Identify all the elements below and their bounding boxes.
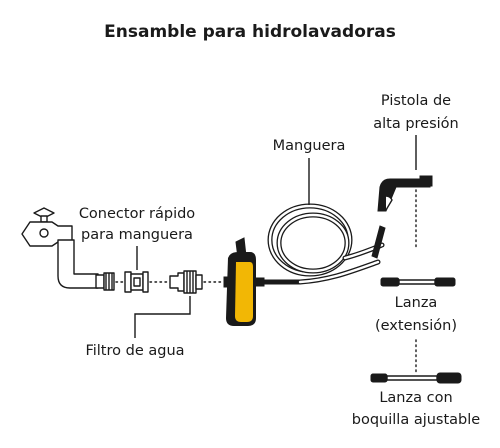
label-boquilla-line1: Lanza con <box>379 390 452 406</box>
leader-filtro <box>134 296 191 338</box>
label-filtro: Filtro de agua <box>85 343 184 359</box>
label-boquilla-line2: boquilla ajustable <box>352 412 481 428</box>
washer-accent-panel <box>235 262 253 322</box>
faucet-icon <box>21 207 99 289</box>
lance-extension-icon <box>380 277 456 287</box>
diagram-title: Ensamble para hidrolavadoras <box>104 22 396 42</box>
quick-connector-icon <box>124 271 149 293</box>
label-conector-line1: Conector rápido <box>79 206 195 222</box>
label-pistola-line2: alta presión <box>373 116 459 132</box>
faucet-adapter <box>95 272 115 291</box>
hose-icon <box>267 203 385 285</box>
adjustable-nozzle-lance-icon <box>370 372 462 384</box>
label-conector-line2: para manguera <box>81 227 193 243</box>
label-pistola-line1: Pistola de <box>381 93 451 109</box>
spray-gun-icon <box>371 175 433 259</box>
label-lanza-line1: Lanza <box>395 295 438 311</box>
label-manguera: Manguera <box>273 138 346 154</box>
water-filter-icon <box>169 270 203 294</box>
label-lanza-line2: (extensión) <box>375 318 457 334</box>
pressure-washer-icon <box>223 237 265 326</box>
